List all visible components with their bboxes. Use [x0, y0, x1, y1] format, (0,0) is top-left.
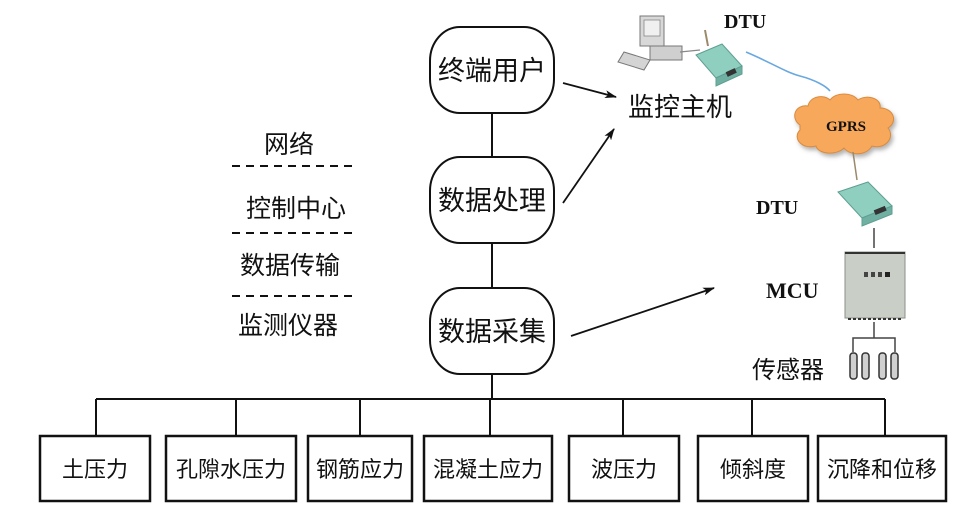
- node-terminal-user: 终端用户: [429, 26, 555, 114]
- gprs-cloud-icon: [794, 93, 895, 155]
- wireless-link: [745, 51, 831, 92]
- node-terminal-user-label: 终端用户: [438, 56, 546, 87]
- cloud-to-dtu-link: [852, 151, 858, 181]
- sensor-label: 传感器: [752, 356, 824, 384]
- gprs-label: GPRS: [826, 119, 866, 135]
- dtu-top-label: DTU: [724, 11, 766, 33]
- arrow-processing-to-host: [562, 128, 615, 204]
- node-data-acquisition: 数据采集: [429, 287, 555, 375]
- item-label-concrete-stress: 混凝土应力: [433, 458, 543, 483]
- item-box-inclination: 倾斜度: [696, 434, 810, 503]
- item-box-concrete-stress: 混凝土应力: [422, 434, 554, 503]
- item-label-wave-pressure: 波压力: [591, 458, 657, 483]
- layer-label-network: 网络: [264, 130, 314, 159]
- arrow-acquisition-to-mcu: [570, 287, 715, 337]
- mcu-label: MCU: [766, 278, 819, 303]
- item-label-rebar-stress: 钢筋应力: [316, 458, 404, 483]
- item-box-wave-pressure: 波压力: [567, 434, 681, 503]
- item-box-rebar-stress: 钢筋应力: [306, 434, 414, 503]
- layer-label-data-transmission: 数据传输: [240, 251, 340, 280]
- monitor-host-label: 监控主机: [628, 93, 732, 123]
- sensors-icon: [849, 322, 899, 380]
- layer-label-monitoring-instruments: 监测仪器: [238, 311, 338, 340]
- item-label-settlement-displacement: 沉降和位移: [827, 458, 937, 483]
- layer-label-control-center: 控制中心: [246, 194, 346, 223]
- node-data-acquisition-label: 数据采集: [438, 317, 546, 348]
- dtu-bottom-label: DTU: [756, 197, 798, 219]
- mcu-device-icon: [844, 251, 906, 320]
- item-box-pore-water-pressure: 孔隙水压力: [164, 434, 298, 503]
- item-label-pore-water-pressure: 孔隙水压力: [176, 458, 286, 483]
- dtu-device-icon-bottom: [837, 181, 893, 227]
- item-box-earth-pressure: 土压力: [38, 434, 152, 503]
- computer-icon: [617, 15, 701, 71]
- item-label-inclination: 倾斜度: [720, 458, 786, 483]
- arrow-user-to-host: [562, 82, 617, 99]
- dtu-device-icon-top: [695, 29, 743, 87]
- item-box-settlement-displacement: 沉降和位移: [816, 434, 948, 503]
- node-data-processing-label: 数据处理: [438, 186, 546, 217]
- item-label-earth-pressure: 土压力: [62, 458, 128, 483]
- node-data-processing: 数据处理: [429, 156, 555, 244]
